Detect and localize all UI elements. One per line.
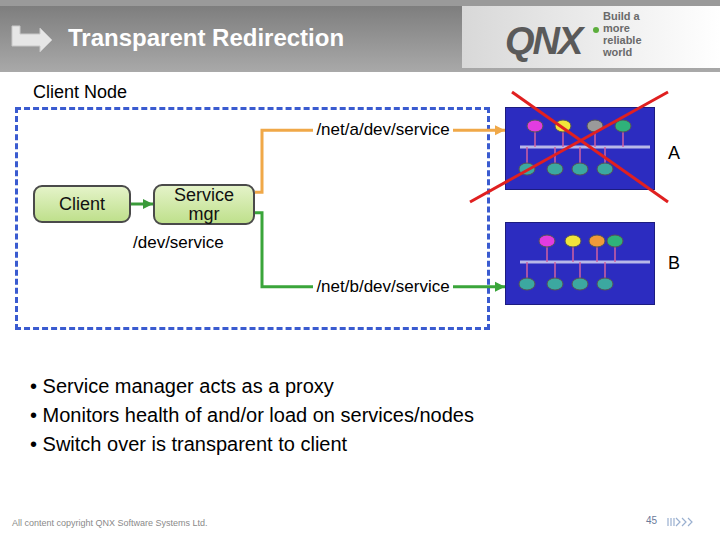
header-arrow-icon — [12, 26, 52, 52]
arrow-head — [143, 199, 153, 209]
node-heading: Client Node — [33, 82, 127, 103]
link-arrow — [526, 262, 528, 278]
copyright-footer: All content copyright QNX Software Syste… — [12, 518, 208, 528]
bullet-text: • Monitors health of and/or load on serv… — [30, 404, 474, 427]
logo-panel — [462, 6, 720, 68]
process-label: Service mgr — [155, 186, 253, 224]
link-arrow — [622, 131, 624, 147]
machine-label: A — [668, 143, 680, 164]
process-dot — [527, 120, 543, 132]
process-dot — [519, 278, 535, 290]
bullet-text: • Service manager acts as a proxy — [30, 375, 334, 398]
slide-title: Transparent Redirection — [68, 24, 344, 52]
connector-line — [255, 213, 505, 287]
link-arrow — [554, 262, 556, 278]
link-arrow — [596, 246, 598, 262]
process-box: Service mgr — [153, 184, 255, 225]
link-arrow — [562, 131, 564, 147]
header-bar — [0, 0, 720, 72]
logo-wordmark: QNX — [505, 20, 581, 63]
process-dot — [607, 235, 623, 247]
bus-line — [520, 261, 650, 264]
arrow-head — [495, 125, 505, 135]
process-dot — [597, 278, 613, 290]
connector — [131, 199, 153, 209]
nav-symbol — [676, 518, 692, 526]
edge-label: /net/a/dev/service — [313, 120, 452, 140]
edge-label: /net/b/dev/service — [313, 277, 452, 297]
process-dot — [539, 235, 555, 247]
link-arrow — [534, 131, 536, 147]
failure-cross — [470, 92, 668, 202]
process-dot — [589, 235, 605, 247]
process-dot — [572, 278, 588, 290]
logo-tagline: Build a more reliable world — [603, 10, 655, 58]
machine-label: B — [668, 253, 680, 274]
process-dot — [547, 278, 563, 290]
process-box: Client — [33, 185, 131, 223]
link-arrow — [579, 147, 581, 163]
link-arrow — [604, 147, 606, 163]
process-dot — [565, 235, 581, 247]
header-strip — [0, 0, 720, 6]
process-label: Client — [55, 195, 109, 214]
link-arrow — [604, 262, 606, 278]
path-label: /dev/service — [133, 233, 224, 253]
link-arrow — [614, 246, 616, 262]
process-dot — [572, 163, 588, 175]
process-dot — [597, 163, 613, 175]
link-arrow — [579, 262, 581, 278]
nav-symbol — [668, 518, 674, 526]
link-arrow — [546, 246, 548, 262]
link-arrow — [572, 246, 574, 262]
process-dot — [547, 163, 563, 175]
logo-dot — [593, 27, 599, 33]
arrow-head — [495, 282, 505, 292]
bullet-text: • Switch over is transparent to client — [30, 433, 347, 456]
page-number: 45 — [646, 515, 657, 526]
link-arrow — [526, 147, 528, 163]
bus-line — [520, 146, 650, 149]
